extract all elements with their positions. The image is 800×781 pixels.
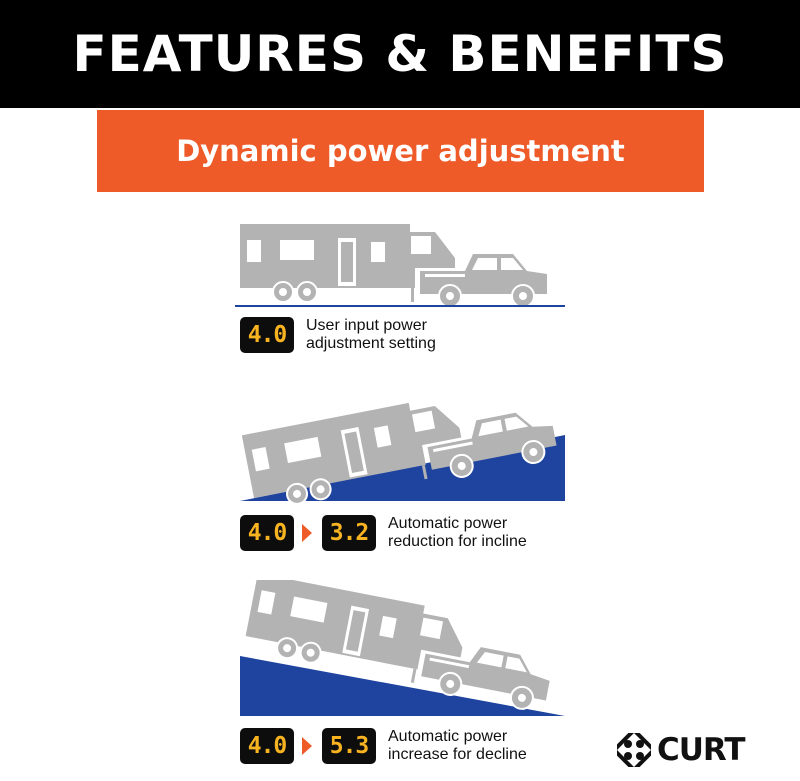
panel-3-label: Automatic power increase for decline — [388, 728, 527, 764]
panel-3-row: 4.0 5.3 Automatic power increase for dec… — [240, 728, 527, 764]
panel-1-label-line1: User input power — [306, 317, 427, 334]
header-title: FEATURES & BENEFITS — [0, 0, 800, 108]
power-display-current: 4.0 — [240, 317, 294, 353]
panel-2-row: 4.0 3.2 Automatic power reduction for in… — [240, 515, 527, 551]
fifth-wheel-trailer-icon — [239, 223, 548, 308]
panel-1-row: 4.0 User input power adjustment setting — [240, 317, 436, 353]
brand-name: CURT — [657, 732, 746, 768]
panel-2-label-line2: reduction for incline — [388, 533, 527, 550]
power-display-adjusted: 3.2 — [322, 515, 376, 551]
panel-3-label-line1: Automatic power — [388, 728, 508, 745]
power-display-adjusted: 5.3 — [322, 728, 376, 764]
scene-decline — [230, 580, 570, 720]
curt-logo: CURT — [617, 730, 746, 770]
banner-title: Dynamic power adjustment — [97, 110, 704, 192]
decline-terrain — [240, 656, 565, 716]
curt-logo-icon — [617, 733, 651, 767]
scene-incline — [230, 375, 570, 505]
scene-flat — [230, 212, 570, 312]
power-display-current: 4.0 — [240, 515, 294, 551]
arrow-right-icon — [302, 737, 312, 755]
panel-1-label-line2: adjustment setting — [306, 335, 436, 352]
power-display-current: 4.0 — [240, 728, 294, 764]
panel-2-label: Automatic power reduction for incline — [388, 515, 527, 551]
panel-1-label: User input power adjustment setting — [306, 317, 436, 353]
panel-3-label-line2: increase for decline — [388, 746, 527, 763]
flat-ground-line — [235, 305, 565, 307]
panel-2-label-line1: Automatic power — [388, 515, 508, 532]
arrow-right-icon — [302, 524, 312, 542]
